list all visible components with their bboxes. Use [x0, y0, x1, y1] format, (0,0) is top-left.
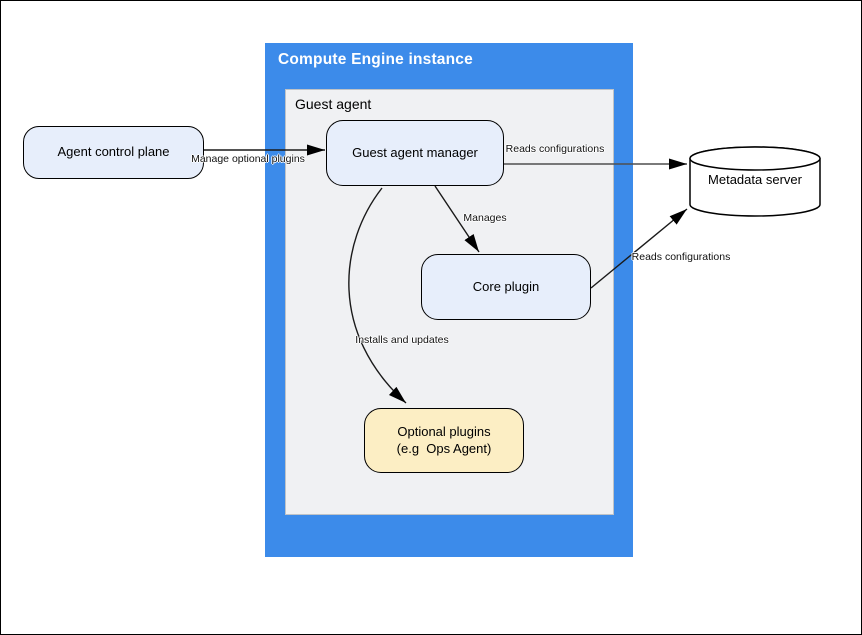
node-optional-plugins: Optional plugins (e.g Ops Agent) [364, 408, 524, 473]
node-core-plugin: Core plugin [421, 254, 591, 320]
edge-label-manage-optional-plugins: Manage optional plugins [191, 153, 305, 165]
node-agent-control-plane: Agent control plane [23, 126, 204, 179]
edge-label-core-reads-configurations: Reads configurations [631, 251, 731, 263]
metadata-server-label: Metadata server [708, 172, 802, 187]
optional-plugins-label-line2: (e.g Ops Agent) [396, 440, 492, 456]
node-guest-agent-manager: Guest agent manager [326, 120, 504, 186]
metadata-server-cylinder-icon [689, 146, 821, 217]
edge-label-manages: Manages [463, 212, 507, 224]
compute-engine-instance-title: Compute Engine instance [278, 51, 473, 68]
optional-plugins-label-line1: Optional plugins [397, 424, 491, 440]
guest-agent-title: Guest agent [295, 96, 372, 112]
edge-label-manager-reads-configurations: Reads configurations [505, 143, 605, 155]
agent-control-plane-label: Agent control plane [57, 144, 170, 160]
edge-label-installs-and-updates: Installs and updates [355, 334, 449, 346]
guest-agent-manager-label: Guest agent manager [352, 144, 478, 160]
core-plugin-label: Core plugin [472, 278, 540, 294]
